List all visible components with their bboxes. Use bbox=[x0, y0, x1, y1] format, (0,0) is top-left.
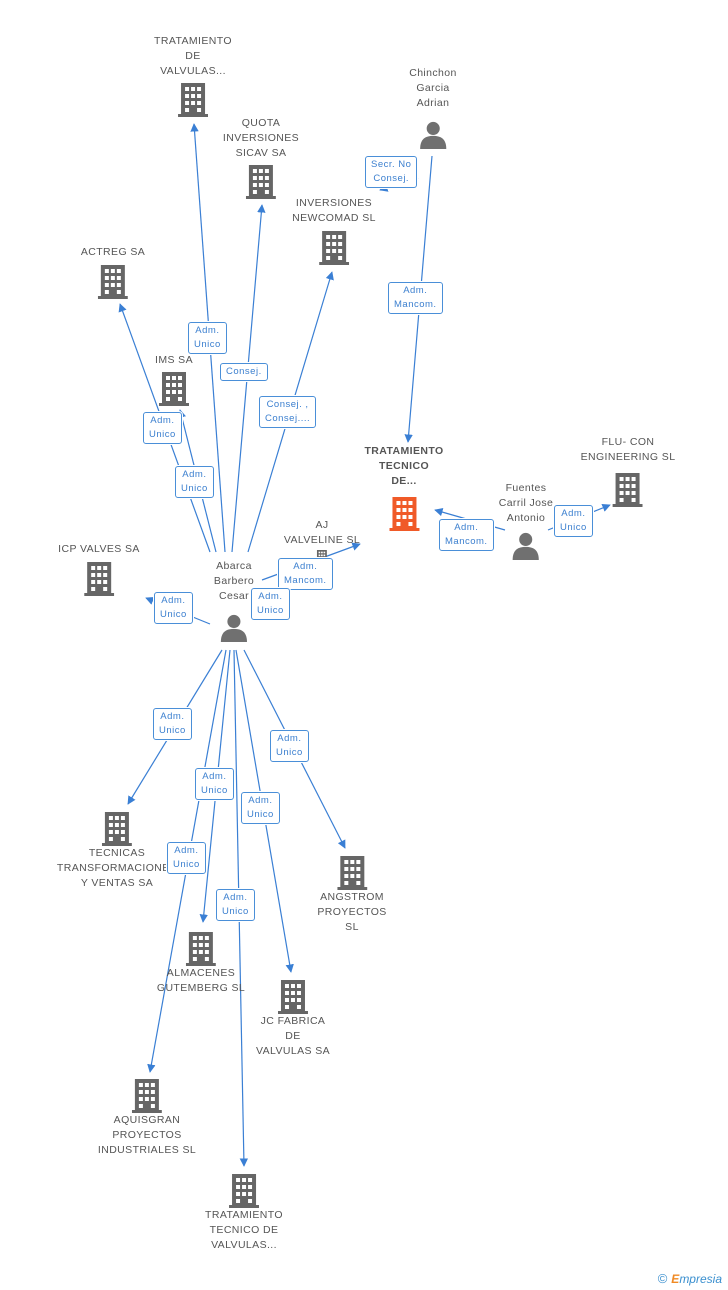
company-node-icp[interactable]: ICP VALVES SA bbox=[58, 542, 140, 596]
role-badge-adm-unico-tecnicas[interactable]: Adm. Unico bbox=[153, 708, 192, 740]
building-icon bbox=[337, 856, 367, 890]
role-badge-adm-unico-tv-bottom[interactable]: Adm. Unico bbox=[216, 889, 255, 921]
role-badge-adm-unico-tv-top[interactable]: Adm. Unico bbox=[188, 322, 227, 354]
company-label: AQUISGRAN PROYECTOS INDUSTRIALES SL bbox=[97, 1114, 197, 1156]
building-icon bbox=[278, 980, 308, 1014]
building-icon bbox=[98, 265, 128, 299]
company-label: ANGSTROM PROYECTOS SL bbox=[317, 891, 387, 933]
role-badge-adm-unico-flucon[interactable]: Adm. Unico bbox=[554, 505, 593, 537]
person-node-abarca[interactable]: Abarca Barbero Cesar bbox=[214, 559, 254, 642]
company-label: ICP VALVES SA bbox=[58, 543, 140, 555]
company-node-tv-bottom[interactable]: TRATAMIENTO TECNICO DE VALVULAS... bbox=[205, 1174, 283, 1253]
role-badge-adm-mancom-fuentes[interactable]: Adm. Mancom. bbox=[439, 519, 494, 551]
company-label: QUOTA INVERSIONES SICAV SA bbox=[222, 117, 300, 159]
role-badge-adm-mancom-chinchon[interactable]: Adm. Mancom. bbox=[388, 282, 443, 314]
building-icon bbox=[178, 83, 208, 117]
building-icon bbox=[389, 497, 419, 531]
company-label: IMS SA bbox=[155, 354, 193, 366]
company-node-tecnicas[interactable]: TECNICAS TRANSFORMACIONES Y VENTAS SA bbox=[57, 812, 177, 891]
company-node-tv-top[interactable]: TRATAMIENTO DE VALVULAS... bbox=[154, 34, 232, 117]
company-label: AJ VALVELINE SL bbox=[283, 519, 361, 546]
building-icon bbox=[229, 1174, 259, 1208]
role-badge-adm-unico-actreg[interactable]: Adm. Unico bbox=[175, 466, 214, 498]
role-badge-adm-unico-icp[interactable]: Adm. Unico bbox=[154, 592, 193, 624]
company-node-jc[interactable]: JC FABRICA DE VALVULAS SA bbox=[256, 980, 330, 1059]
company-node-ims[interactable]: IMS SA bbox=[155, 353, 193, 406]
person-node-chinchon[interactable]: Chinchon Garcia Adrian bbox=[409, 66, 457, 149]
role-badge-adm-unico-ims[interactable]: Adm. Unico bbox=[143, 412, 182, 444]
company-node-angstrom[interactable]: ANGSTROM PROYECTOS SL bbox=[317, 856, 386, 935]
role-badge-adm-unico-aquisgran[interactable]: Adm. Unico bbox=[167, 842, 206, 874]
company-node-newcomad[interactable]: INVERSIONES NEWCOMAD SL bbox=[292, 196, 376, 265]
company-label: TRATAMIENTO DE VALVULAS... bbox=[154, 35, 232, 77]
role-badge-consej-newcomad[interactable]: Consej. , Consej.... bbox=[259, 396, 317, 428]
company-label: TRATAMIENTO TECNICO DE VALVULAS... bbox=[205, 1209, 283, 1251]
building-icon bbox=[319, 231, 349, 265]
company-label: TECNICAS TRANSFORMACIONES Y VENTAS SA bbox=[56, 847, 178, 889]
person-label: Chinchon Garcia Adrian bbox=[409, 67, 457, 109]
role-badge-secr-no-consej[interactable]: Secr. No Consej. bbox=[365, 156, 418, 188]
person-icon bbox=[419, 121, 447, 149]
role-badge-adm-mancom-aj[interactable]: Adm. Mancom. bbox=[278, 558, 333, 590]
company-label: INVERSIONES NEWCOMAD SL bbox=[292, 197, 376, 224]
person-icon bbox=[512, 532, 540, 560]
person-node-fuentes[interactable]: Fuentes Carril Jose Antonio bbox=[499, 481, 554, 560]
company-node-almacenes[interactable]: ALMACENES GUTEMBERG SL bbox=[157, 932, 245, 996]
company-label: ACTREG SA bbox=[80, 246, 146, 258]
company-node-aquisgran[interactable]: AQUISGRAN PROYECTOS INDUSTRIALES SL bbox=[98, 1079, 196, 1158]
building-icon bbox=[132, 1079, 162, 1113]
company-node-focus[interactable]: TRATAMIENTO TECNICO DE... bbox=[364, 444, 443, 531]
building-icon bbox=[613, 473, 643, 507]
role-badge-consej-quota[interactable]: Consej. bbox=[220, 363, 268, 381]
person-label: Abarca Barbero Cesar bbox=[213, 560, 255, 602]
brand-initial: E bbox=[671, 1272, 680, 1286]
company-node-actreg[interactable]: ACTREG SA bbox=[81, 245, 145, 299]
role-badge-adm-unico-almacenes[interactable]: Adm. Unico bbox=[195, 768, 234, 800]
building-icon bbox=[186, 932, 216, 966]
role-badge-adm-unico-jc[interactable]: Adm. Unico bbox=[241, 792, 280, 824]
building-icon bbox=[159, 372, 189, 406]
copyright-symbol: © bbox=[657, 1271, 668, 1286]
building-icon bbox=[84, 562, 114, 596]
role-badge-adm-unico-angstrom[interactable]: Adm. Unico bbox=[270, 730, 309, 762]
company-label-focus: TRATAMIENTO TECNICO DE... bbox=[364, 445, 444, 487]
person-label: Fuentes Carril Jose Antonio bbox=[498, 482, 554, 524]
company-label: JC FABRICA DE VALVULAS SA bbox=[255, 1015, 331, 1057]
company-label: ALMACENES GUTEMBERG SL bbox=[156, 967, 246, 994]
building-icon bbox=[246, 165, 276, 199]
empresia-logo[interactable]: ©Empresia bbox=[658, 1271, 722, 1286]
role-badge-adm-unico-aj[interactable]: Adm. Unico bbox=[251, 588, 290, 620]
person-icon bbox=[220, 614, 248, 642]
brand-name: mpresia bbox=[679, 1272, 722, 1286]
company-node-aj[interactable]: AJ VALVELINE SL bbox=[284, 518, 360, 564]
building-icon bbox=[102, 812, 132, 846]
company-node-flucon[interactable]: FLU- CON ENGINEERING SL bbox=[581, 435, 676, 507]
company-label: FLU- CON ENGINEERING SL bbox=[580, 436, 676, 463]
company-node-quota[interactable]: QUOTA INVERSIONES SICAV SA bbox=[223, 116, 299, 199]
